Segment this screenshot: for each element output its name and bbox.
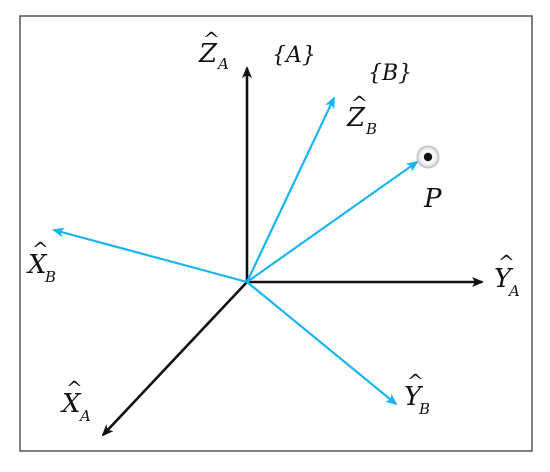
frame-a-label: {A} [272,43,316,68]
svg-text:A: A [216,55,229,73]
svg-text:Z: Z [346,103,366,133]
svg-text:X: X [60,389,82,419]
svg-text:^: ^ [498,250,515,274]
svg-text:B: B [365,120,377,138]
svg-text:Y: Y [404,382,424,412]
svg-text:Y: Y [494,264,514,294]
axis-label-x-a: ^ X A [60,376,91,425]
position-vector-p [246,160,419,283]
svg-text:^: ^ [203,27,220,51]
svg-text:^: ^ [407,369,424,393]
axis-x-a [101,281,248,437]
axis-x-b [52,227,248,284]
svg-text:^: ^ [351,91,368,115]
svg-text:^: ^ [66,376,83,400]
svg-text:A: A [78,407,91,425]
axis-label-y-a: ^ Y A [494,250,520,300]
axis-label-z-b: ^ Z B [346,91,377,138]
svg-text:Z: Z [198,39,218,69]
svg-text:B: B [44,268,56,286]
frame-b-label: {B} [368,61,412,86]
axis-label-z-a: ^ Z A [198,27,229,73]
axis-z-b [246,96,335,283]
point-p-label: P [423,184,442,214]
svg-text:X: X [26,250,48,280]
axis-y-b [246,281,398,406]
axis-label-x-b: ^ X B [26,237,56,286]
svg-text:^: ^ [32,237,49,261]
axis-label-y-b: ^ Y B [404,369,430,418]
point-p-dot [423,152,433,162]
svg-text:B: B [418,400,430,418]
svg-text:A: A [507,282,520,300]
diagram-border [19,15,533,452]
